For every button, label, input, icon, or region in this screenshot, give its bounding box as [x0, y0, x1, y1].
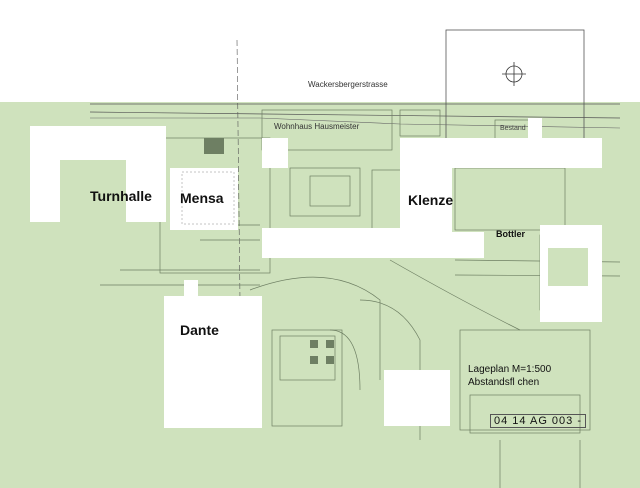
plan-number: 04 14 AG 003 - [490, 414, 586, 428]
window-marks [204, 138, 334, 364]
mensa-label: Mensa [180, 190, 224, 206]
klenze-label: Klenze [408, 192, 454, 208]
klenze-footprint [262, 138, 602, 258]
turnhalle-footprint [30, 126, 166, 222]
dante-footprint [164, 280, 262, 428]
axis-line [236, 39, 241, 301]
compass-icon [502, 62, 526, 86]
bottler-inner [548, 248, 588, 286]
title-block-line1: Lageplan M=1:500 [468, 364, 552, 375]
bottler-label: Bottler [496, 229, 525, 239]
mensa-footprint [170, 168, 238, 230]
southeast-building [384, 370, 450, 426]
wohnhaus-footprint [262, 138, 288, 168]
dante-label: Dante [180, 322, 219, 338]
building-footprints [30, 118, 602, 428]
street-name-label: Wackersbergerstrasse [308, 80, 388, 89]
title-block-line2: Abstandsfl chen [468, 377, 540, 388]
bestand-block [528, 118, 542, 138]
wohnhaus-label: Wohnhaus Hausmeister [274, 122, 360, 131]
turnhalle-label: Turnhalle [90, 188, 152, 204]
bestand-label: Bestand [500, 125, 526, 132]
street-line [89, 111, 621, 119]
road-edge [90, 117, 621, 129]
